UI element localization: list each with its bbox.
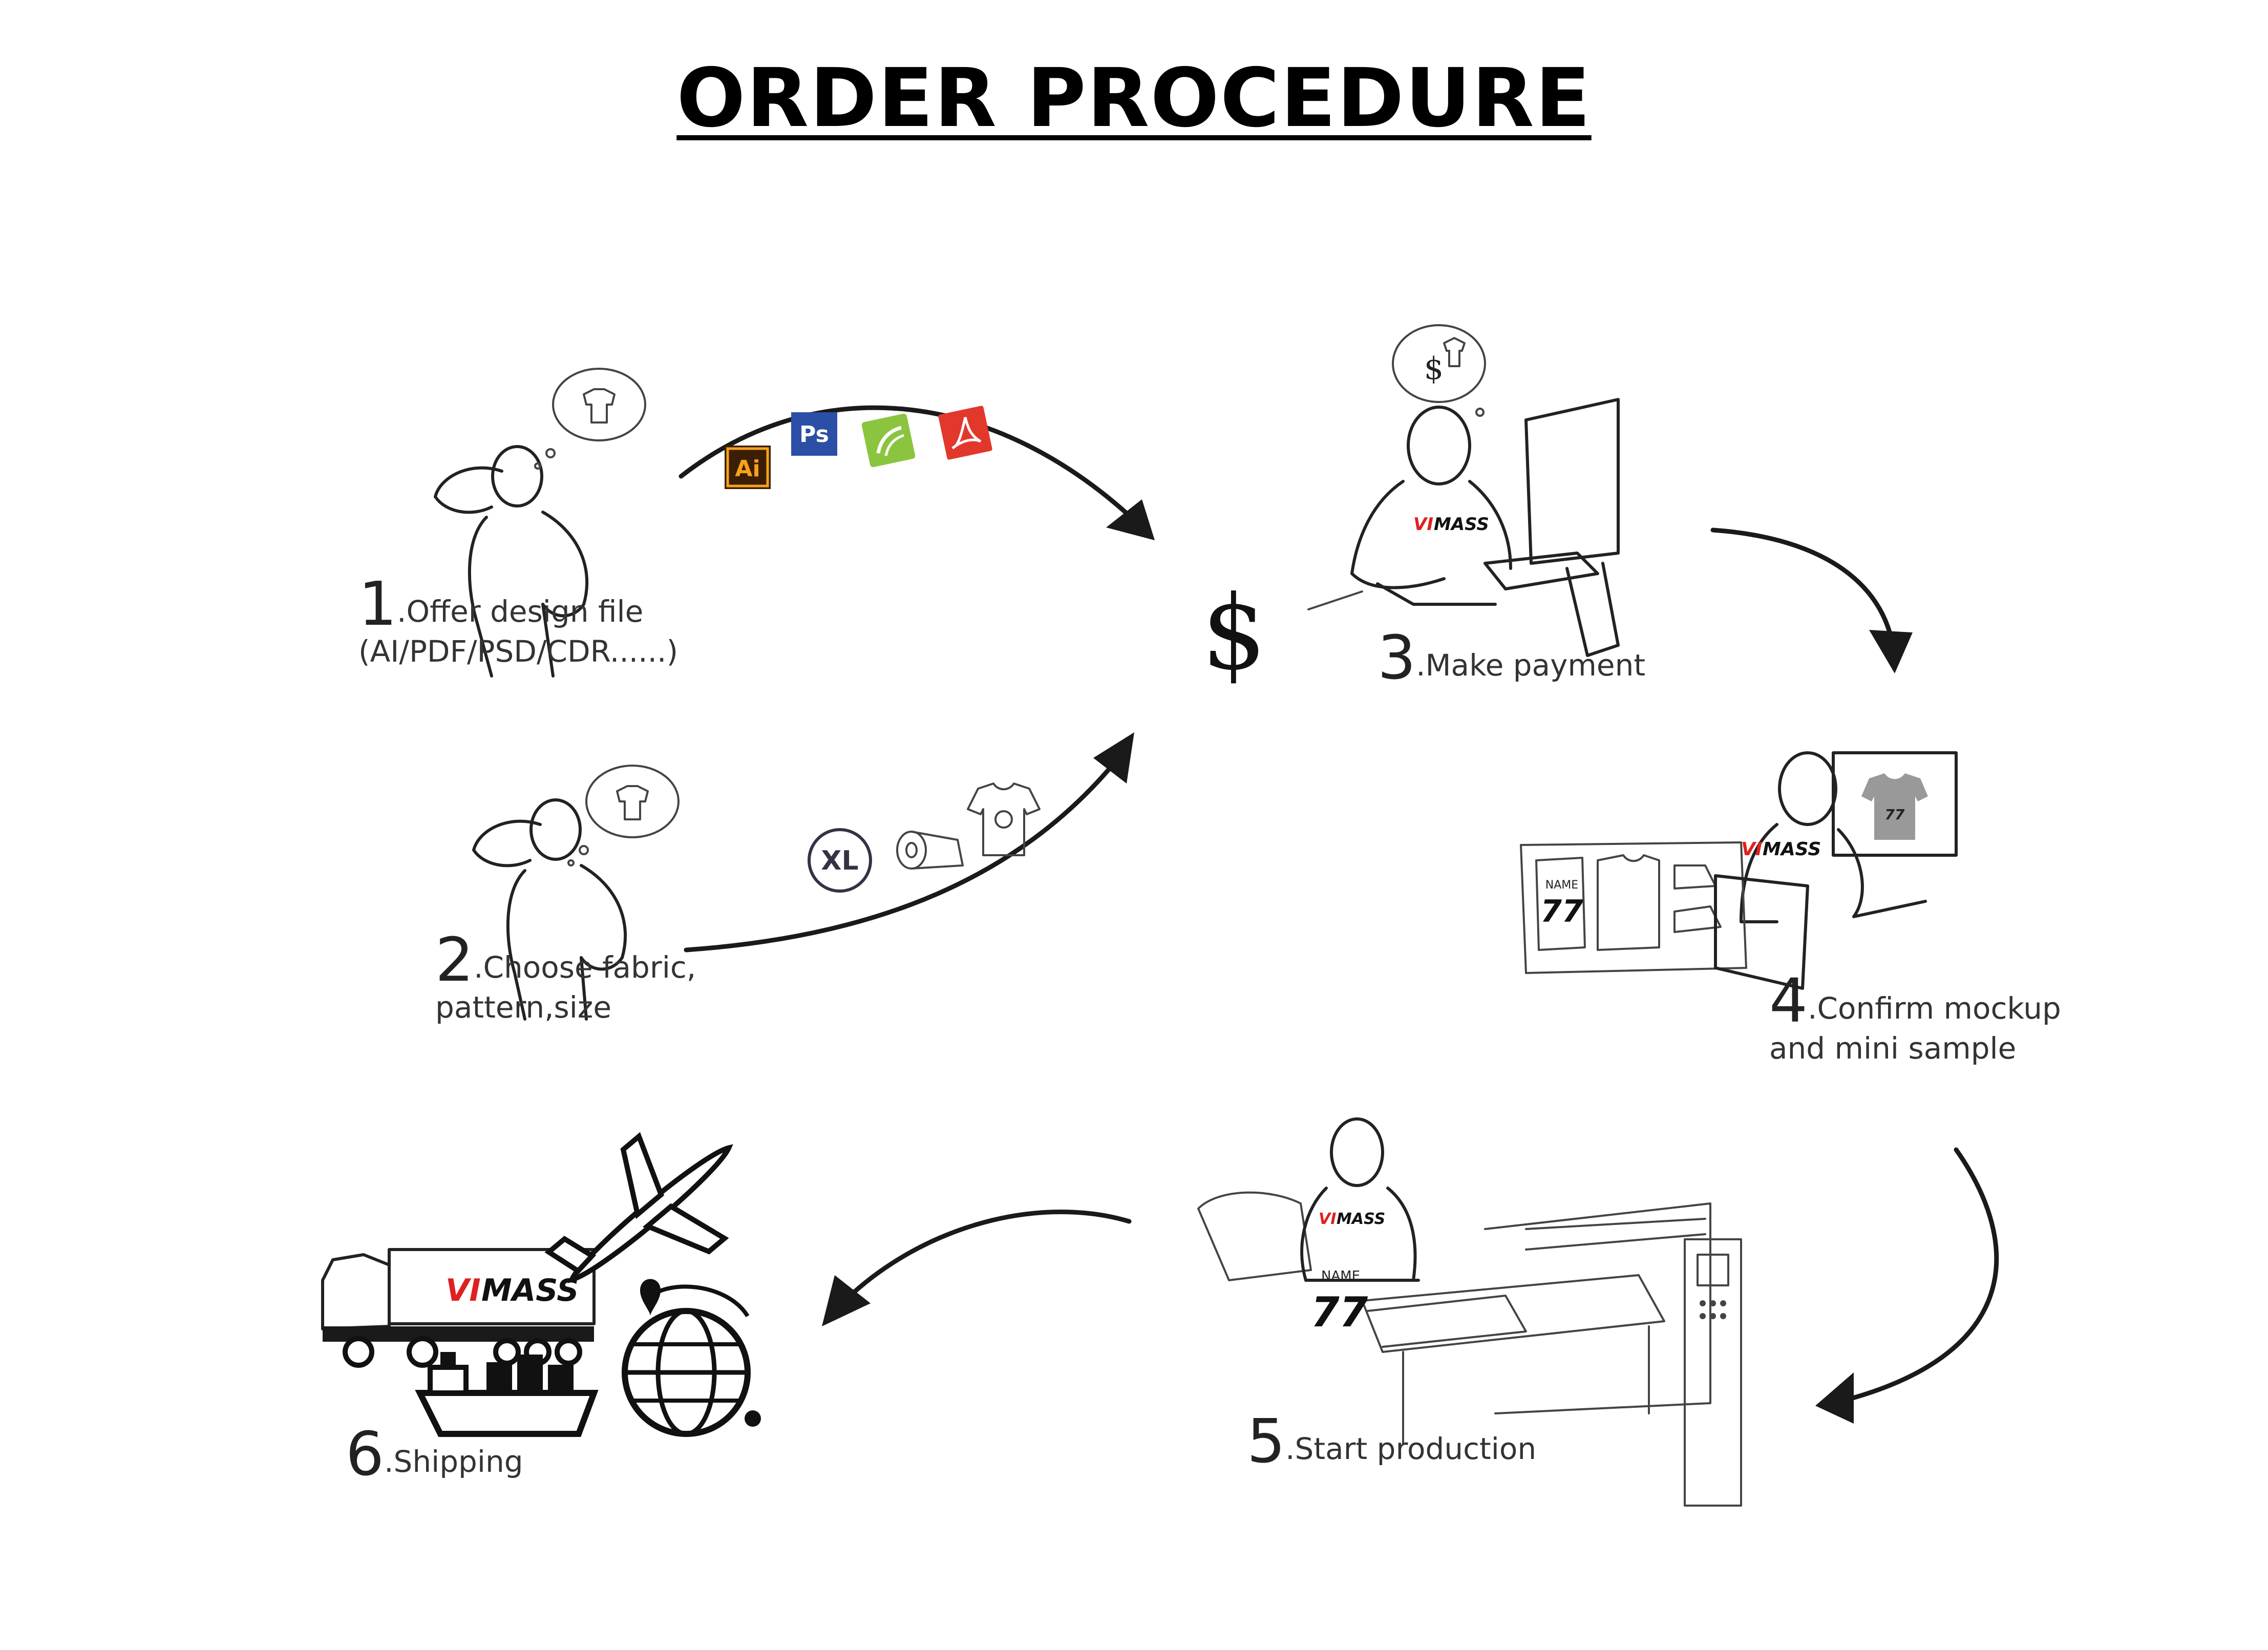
production-jersey-name: NAME <box>1321 1268 1360 1284</box>
step-1-subtext: (AI/PDF/PSD/CDR......) <box>358 634 679 669</box>
step-1-number: 1 <box>358 568 397 639</box>
step-5-text: .Start production <box>1285 1431 1537 1466</box>
step-5-number: 5 <box>1247 1406 1286 1476</box>
step-2-text: .Choose fabric, <box>474 950 696 985</box>
arrow-step4-to-step5 <box>1815 1147 1999 1424</box>
step-1-label: 1.Offer design file (AI/PDF/PSD/CDR.....… <box>358 574 679 671</box>
arrow-step3-to-step4 <box>1710 527 1913 673</box>
step-2-number: 2 <box>435 924 474 995</box>
step-4-subtext: and mini sample <box>1769 1031 2017 1066</box>
mini-sample-board-icon: NAME 77 <box>1520 841 1809 990</box>
step-6-label: 6.Shipping <box>346 1424 523 1484</box>
bubble-dollar: $ <box>1424 351 1444 387</box>
step-1-text: .Offer design file <box>397 594 644 629</box>
dollar-sign-icon: $ <box>1201 574 1266 693</box>
photoshop-label: Ps <box>799 421 829 448</box>
mockup-person-icon: VI MASS <box>1740 751 1927 923</box>
printing-machine-icon <box>1197 1191 1742 1507</box>
thought-bubble-icon <box>534 368 646 470</box>
sample-jersey-name: NAME <box>1545 879 1578 892</box>
brand-logo-mass-4: MASS <box>481 1273 579 1308</box>
brand-logo-mass-2: MASS <box>1763 839 1821 860</box>
step-6-text: .Shipping <box>384 1444 523 1479</box>
brand-logo-vi: VI <box>1413 514 1433 535</box>
production-jersey-number: 77 <box>1311 1288 1368 1336</box>
step-2-label: 2.Choose fabric, pattern,size <box>435 929 696 1027</box>
brand-logo-vi-2: VI <box>1741 839 1762 860</box>
step-4-number: 4 <box>1769 965 1808 1036</box>
arrow-step1-to-payment <box>679 405 1155 540</box>
monitor-jersey-number: 77 <box>1885 806 1905 823</box>
brand-logo-vi-3: VI <box>1319 1210 1336 1228</box>
arrow-step5-to-step6 <box>822 1209 1132 1326</box>
brand-logo-vi-4: VI <box>446 1273 481 1308</box>
step-3-number: 3 <box>1377 622 1416 693</box>
airplane-icon <box>544 1132 733 1283</box>
fabric-roll-icon <box>896 831 964 870</box>
coreldraw-icon <box>861 413 916 468</box>
step-2-subtext: pattern,size <box>435 990 612 1025</box>
brand-logo-mass-3: MASS <box>1337 1210 1385 1228</box>
computer-icon <box>1483 398 1620 657</box>
truck-icon: VI MASS <box>321 1248 596 1368</box>
photoshop-icon: Ps <box>791 412 837 456</box>
flow-arrows <box>679 405 1999 1424</box>
globe-icon <box>622 1279 761 1437</box>
production-person-icon: VI MASS NAME 77 <box>1300 1117 1420 1336</box>
arrow-step2-to-payment <box>684 732 1134 953</box>
step-4-text: .Confirm mockup <box>1808 991 2061 1026</box>
brand-logo-mass: MASS <box>1434 514 1489 535</box>
illustrator-icon: Ai <box>725 446 771 489</box>
pdf-icon <box>938 406 992 460</box>
thought-bubble-icon-3: $ <box>1392 324 1486 417</box>
cargo-ship-icon <box>415 1352 599 1437</box>
size-xl-label: XL <box>821 845 858 876</box>
thinking-person-icon <box>434 445 589 678</box>
sample-jersey-number: 77 <box>1540 894 1583 929</box>
payment-person-icon: VI MASS <box>1350 406 1512 606</box>
step-5-label: 5.Start production <box>1247 1411 1537 1471</box>
tshirt-icon <box>967 782 1041 856</box>
step-3-text: .Make payment <box>1416 648 1646 683</box>
step-3-label: 3.Make payment <box>1377 627 1646 688</box>
illustrator-label: Ai <box>735 456 760 482</box>
thought-bubble-icon-2 <box>567 765 680 866</box>
step-4-label: 4.Confirm mockup and mini sample <box>1769 970 2061 1068</box>
page-title: ORDER PROCEDURE <box>676 51 1592 145</box>
thinking-person-icon-2 <box>472 798 627 1021</box>
step-6-number: 6 <box>346 1419 385 1489</box>
mockup-monitor-icon: 77 <box>1832 751 1958 857</box>
size-xl-icon: XL <box>808 828 872 893</box>
